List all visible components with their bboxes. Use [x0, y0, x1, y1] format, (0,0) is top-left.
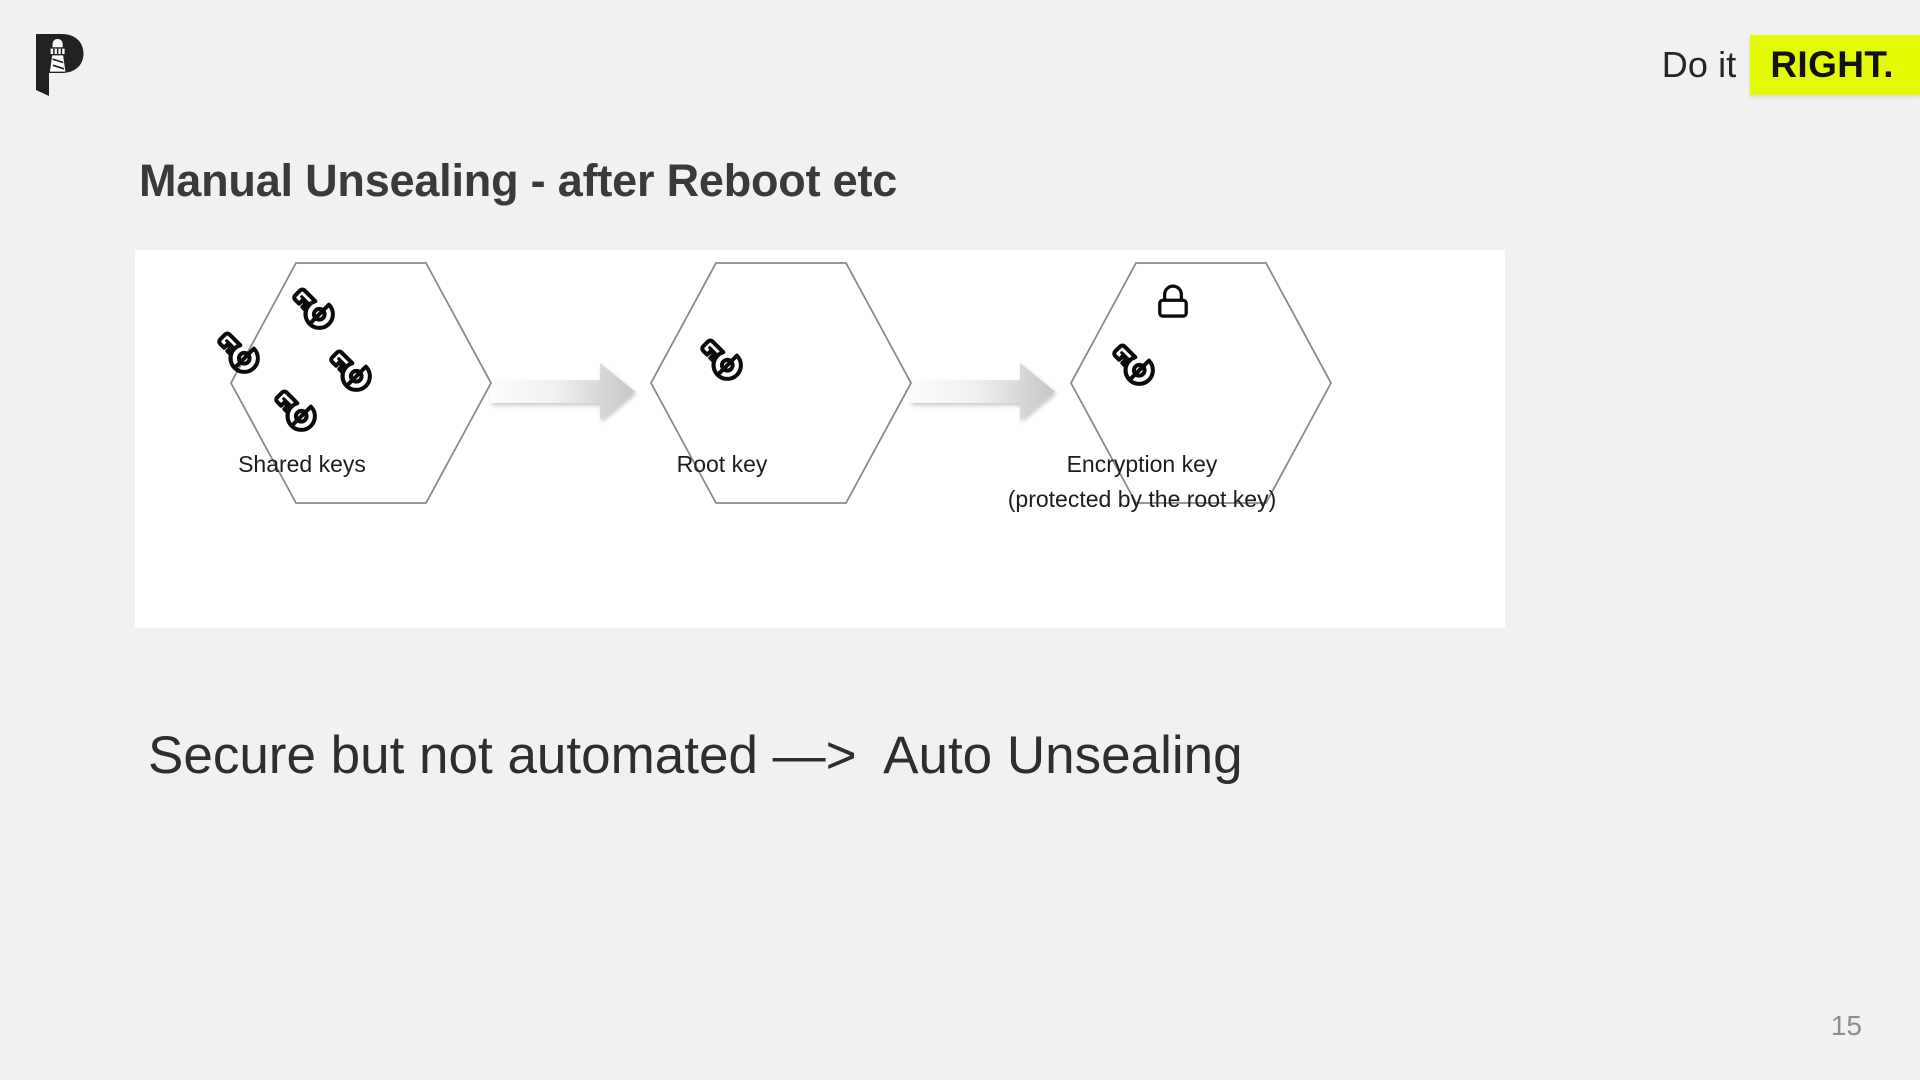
hexagon-shape	[649, 262, 913, 504]
arrow-shared-to-root	[490, 363, 635, 420]
page-title: Manual Unsealing - after Reboot etc	[139, 155, 898, 207]
body-text: Secure but not automated —> Auto Unseali…	[148, 726, 1243, 785]
brand-logo	[32, 32, 86, 98]
node-sublabel-encryption-key: (protected by the root key)	[1008, 486, 1276, 512]
diagram-svg: Shared keys Root key Encryption key (pro…	[135, 262, 1333, 512]
diagram-node-shared-keys: Shared keys	[213, 262, 493, 504]
arrow-root-to-encryption	[910, 363, 1055, 420]
diagram-panel: Shared keys Root key Encryption key (pro…	[135, 250, 1505, 628]
node-label-encryption-key: Encryption key	[1067, 451, 1218, 477]
hexagon-shape	[1069, 262, 1333, 504]
brand-tagline: Do it RIGHT.	[1661, 35, 1920, 95]
tagline-prefix: Do it	[1661, 44, 1737, 85]
hexagon-shape	[229, 262, 493, 504]
node-label-root-key: Root key	[677, 451, 768, 477]
tagline-highlight: RIGHT.	[1750, 35, 1920, 95]
page-number: 15	[1830, 1010, 1862, 1041]
diagram-node-root-key: Root key	[649, 262, 913, 504]
diagram-node-encryption-key: Encryption key (protected by the root ke…	[1008, 262, 1333, 512]
node-label-shared-keys: Shared keys	[238, 451, 366, 477]
